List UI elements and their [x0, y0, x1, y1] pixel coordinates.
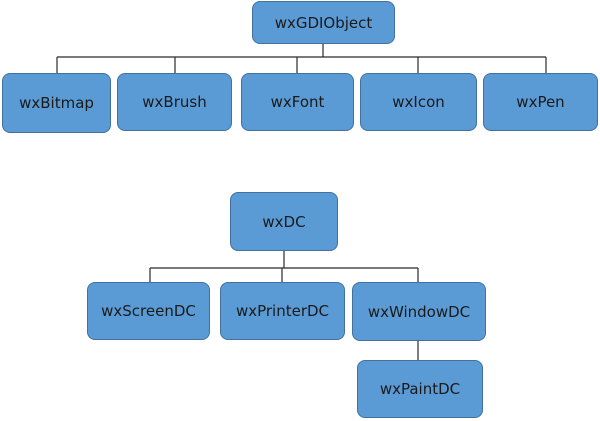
- node-label: wxBitmap: [19, 94, 94, 112]
- node-wxwindowdc: wxWindowDC: [352, 282, 486, 341]
- node-wxpaintdc: wxPaintDC: [357, 360, 483, 418]
- node-label: wxFont: [270, 93, 325, 111]
- node-wxicon: wxIcon: [360, 73, 477, 131]
- node-label: wxPaintDC: [379, 380, 461, 398]
- node-label: wxPen: [516, 93, 565, 111]
- node-label: wxScreenDC: [101, 302, 196, 320]
- node-label: wxWindowDC: [367, 302, 471, 321]
- node-wxdc: wxDC: [230, 192, 338, 251]
- node-label: wxGDIObject: [274, 13, 373, 32]
- node-wxbrush: wxBrush: [117, 73, 232, 131]
- node-wxgdiobject: wxGDIObject: [252, 1, 395, 44]
- node-wxprinterdc: wxPrinterDC: [220, 282, 345, 340]
- node-wxpen: wxPen: [483, 73, 598, 131]
- node-wxscreendc: wxScreenDC: [87, 282, 210, 340]
- node-wxfont: wxFont: [241, 73, 354, 131]
- node-wxbitmap: wxBitmap: [2, 73, 111, 133]
- node-label: wxBrush: [142, 93, 207, 111]
- node-label: wxIcon: [392, 93, 445, 111]
- node-label: wxPrinterDC: [235, 302, 330, 320]
- node-label: wxDC: [262, 212, 306, 231]
